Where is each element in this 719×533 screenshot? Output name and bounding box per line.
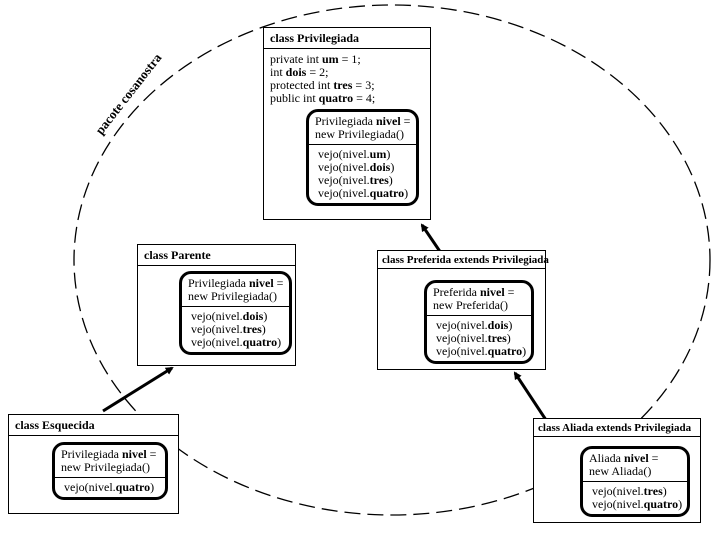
method-calls: vejo(nivel.quatro) [55, 478, 165, 497]
arrow-esquecida-to-parente [102, 366, 174, 413]
field-list: private int um = 1; int dois = 2; protec… [264, 49, 430, 105]
class-esquecida: class Esquecida Privilegiada nivel = new… [8, 414, 179, 514]
call-quatro: vejo(nivel.quatro) [318, 186, 409, 200]
call-quatro: vejo(nivel.quatro) [436, 344, 527, 358]
object-declaration: Aliada nivel = new Aliada() [583, 449, 687, 482]
arrow-preferida-to-privilegiada [420, 223, 443, 254]
call-dois: vejo(nivel.dois) [436, 318, 513, 332]
class-title: class Aliada extends Privilegiada [534, 419, 700, 437]
class-title: class Privilegiada [264, 28, 430, 49]
object-declaration: Privilegiada nivel = new Privilegiada() [309, 112, 416, 145]
method-calls: vejo(nivel.um) vejo(nivel.dois) vejo(niv… [309, 145, 416, 203]
object-declaration: Privilegiada nivel = new Privilegiada() [55, 445, 165, 478]
class-privilegiada: class Privilegiada private int um = 1; i… [263, 27, 431, 220]
object-box: Privilegiada nivel = new Privilegiada() … [52, 442, 168, 500]
call-dois: vejo(nivel.dois) [318, 160, 395, 174]
field-um: private int um = 1; [270, 52, 361, 66]
arrow-aliada-to-preferida [513, 371, 548, 421]
object-box: Preferida nivel = new Preferida() vejo(n… [424, 280, 534, 364]
method-calls: vejo(nivel.dois) vejo(nivel.tres) vejo(n… [182, 307, 289, 352]
object-declaration: Preferida nivel = new Preferida() [427, 283, 531, 316]
object-declaration: Privilegiada nivel = new Privilegiada() [182, 274, 289, 307]
class-title: class Parente [138, 245, 295, 266]
call-tres: vejo(nivel.tres) [436, 331, 511, 345]
object-box: Privilegiada nivel = new Privilegiada() … [306, 109, 419, 206]
call-tres: vejo(nivel.tres) [191, 322, 266, 336]
package-boundary [73, 4, 711, 516]
object-box: Aliada nivel = new Aliada() vejo(nivel.t… [580, 446, 690, 517]
call-dois: vejo(nivel.dois) [191, 309, 268, 323]
method-calls: vejo(nivel.dois) vejo(nivel.tres) vejo(n… [427, 316, 531, 361]
class-aliada: class Aliada extends Privilegiada Aliada… [533, 418, 701, 523]
object-box: Privilegiada nivel = new Privilegiada() … [179, 271, 292, 355]
method-calls: vejo(nivel.tres) vejo(nivel.quatro) [583, 482, 687, 514]
call-quatro: vejo(nivel.quatro) [191, 335, 282, 349]
call-tres: vejo(nivel.tres) [592, 484, 667, 498]
class-title: class Preferida extends Privilegiada [378, 251, 549, 269]
call-tres: vejo(nivel.tres) [318, 173, 393, 187]
field-dois: int dois = 2; [270, 65, 329, 79]
field-tres: protected int tres = 3; [270, 78, 375, 92]
call-quatro: vejo(nivel.quatro) [592, 497, 683, 511]
class-preferida: class Preferida extends Privilegiada Pre… [377, 250, 549, 370]
call-um: vejo(nivel.um) [318, 147, 391, 161]
class-title: class Esquecida [9, 415, 178, 436]
field-quatro: public int quatro = 4; [270, 91, 376, 105]
call-quatro: vejo(nivel.quatro) [64, 480, 155, 494]
class-parente: class Parente Privilegiada nivel = new P… [137, 244, 296, 366]
